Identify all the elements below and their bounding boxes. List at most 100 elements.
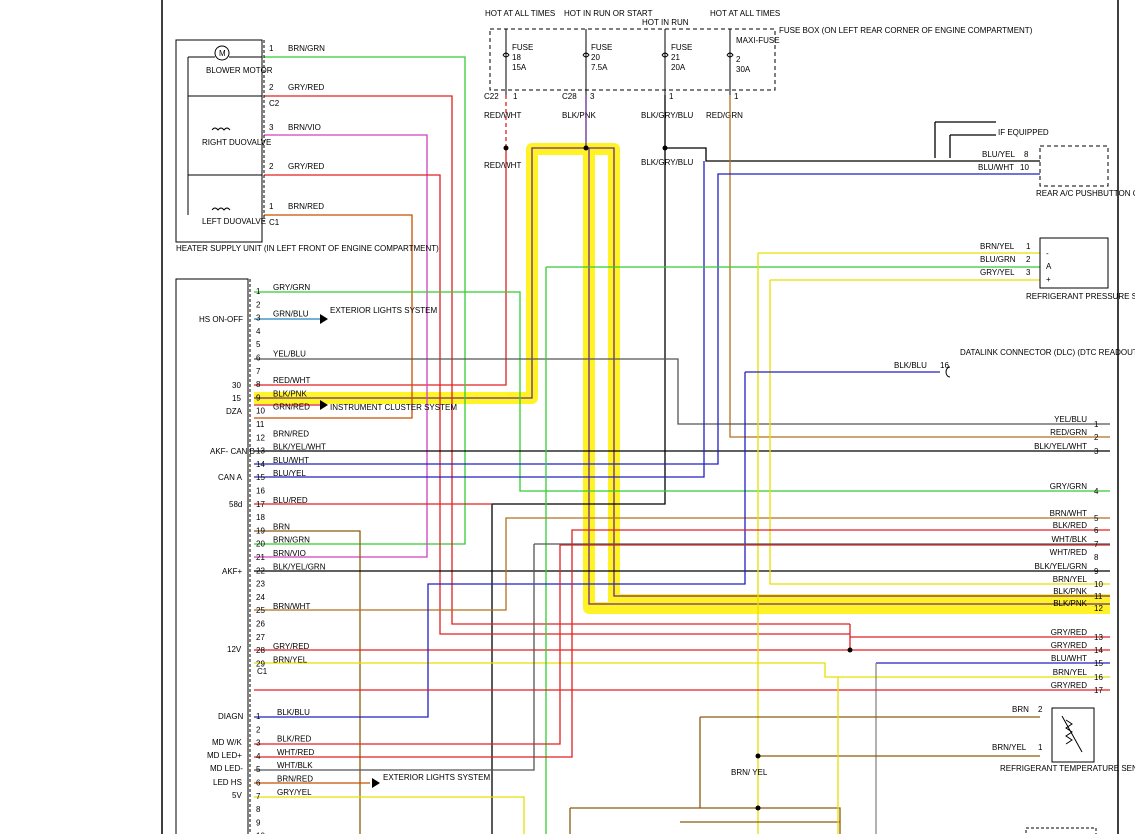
svg-text:16: 16 — [940, 361, 949, 370]
svg-text:10: 10 — [1020, 163, 1029, 172]
svg-text:DIAGN: DIAGN — [218, 712, 244, 721]
svg-text:EXTERIOR LIGHTS SYSTEM: EXTERIOR LIGHTS SYSTEM — [383, 773, 490, 782]
right-conn-wire-label: BLU/WHT — [1051, 654, 1087, 663]
hot-at-all-times-2: HOT AT ALL TIMES — [710, 9, 780, 18]
svg-text:INSTRUMENT CLUSTER SYSTEM: INSTRUMENT CLUSTER SYSTEM — [330, 403, 457, 412]
hot-in-run: HOT IN RUN — [642, 18, 689, 27]
wire-label-red-wht-2: RED/WHT — [484, 161, 521, 170]
svg-text:2: 2 — [736, 55, 741, 64]
wire-label-red-wht: RED/WHT — [484, 111, 521, 120]
right-conn-wire-label: GRY/RED — [1051, 681, 1088, 690]
c1-wire-label: BLU/WHT — [273, 456, 309, 465]
c1-wire-label: BLU/YEL — [273, 469, 306, 478]
c1-pin-4: 4 — [256, 327, 261, 336]
c1-pin-22: 22 — [256, 566, 265, 575]
svg-text:15: 15 — [232, 394, 241, 403]
right-conn-pin-13: 13 — [1094, 633, 1103, 642]
c1-wire-label: BRN — [273, 522, 290, 531]
heater-supply-unit-box — [175, 39, 263, 243]
right-conn-wire-label: RED/GRN — [1050, 428, 1087, 437]
svg-text:1: 1 — [734, 92, 739, 101]
c2-wire-label: WHT/BLK — [277, 761, 313, 770]
c2-pin-7: 7 — [256, 792, 261, 801]
c1-wire-label: GRY/RED — [273, 642, 310, 651]
c2-wire-label: BRN/RED — [277, 775, 313, 784]
right-conn-wire-label: BLK/RED — [1053, 521, 1087, 530]
c1-wire-label: GRN/RED — [273, 403, 310, 412]
c1-pin-14: 14 — [256, 460, 265, 469]
svg-text:HS ON-OFF: HS ON-OFF — [199, 315, 243, 324]
svg-text:+: + — [1046, 275, 1051, 284]
svg-text:2: 2 — [269, 83, 274, 92]
c1-pin-1: 1 — [256, 287, 261, 296]
next-page-connector — [1025, 827, 1097, 834]
svg-text:18: 18 — [512, 53, 521, 62]
c1-pin-23: 23 — [256, 580, 265, 589]
right-conn-wire-label: GRY/RED — [1051, 641, 1088, 650]
wire-label-blk-pnk: BLK/PNK — [562, 111, 596, 120]
svg-text:C2: C2 — [269, 99, 280, 108]
svg-text:M: M — [219, 49, 226, 58]
svg-text:REAR A/C PUSHBUTTON CONTROL MO: REAR A/C PUSHBUTTON CONTROL MODULE — [1036, 189, 1135, 198]
svg-text:3: 3 — [590, 92, 595, 101]
svg-text:30A: 30A — [736, 65, 751, 74]
wires — [254, 56, 1110, 834]
svg-text:GRY/RED: GRY/RED — [288, 162, 325, 171]
fuse-box-outline — [489, 28, 776, 91]
svg-text:1: 1 — [269, 202, 274, 211]
right-conn-pin-12: 12 — [1094, 604, 1103, 613]
svg-text:2: 2 — [1038, 705, 1043, 714]
c1-pin-10: 10 — [256, 407, 265, 416]
svg-text:REFRIGERANT TEMPERATURE SENSOR: REFRIGERANT TEMPERATURE SENSOR (IN LEFT … — [1000, 764, 1135, 773]
svg-text:BLU/GRN: BLU/GRN — [980, 255, 1016, 264]
right-conn-wire-label: BLK/YEL/WHT — [1034, 442, 1087, 451]
if-equipped-label: IF EQUIPPED — [998, 128, 1049, 137]
c1-pin-13: 13 — [256, 447, 265, 456]
svg-text:15A: 15A — [512, 63, 527, 72]
instrument-cluster-ref: INSTRUMENT CLUSTER SYSTEM — [320, 400, 457, 412]
c2-wire-label: WHT/RED — [277, 748, 315, 757]
svg-text:MD LED+: MD LED+ — [207, 751, 242, 760]
svg-text:20: 20 — [591, 53, 600, 62]
svg-text:20A: 20A — [671, 63, 686, 72]
right-conn-pin-6: 6 — [1094, 526, 1099, 535]
right-conn-wire-label: WHT/BLK — [1051, 535, 1087, 544]
right-conn-pin-17: 17 — [1094, 686, 1103, 695]
wire-label-blk-gry-blu: BLK/GRY/BLU — [641, 111, 694, 120]
connector-c22: C22 — [484, 92, 499, 101]
c1-wire-label: BLK/YEL/GRN — [273, 562, 326, 571]
c1-pin-29: 29 — [256, 659, 265, 668]
svg-text:1: 1 — [269, 44, 274, 53]
svg-text:AKF+: AKF+ — [222, 567, 243, 576]
svg-text:BLK/BLU: BLK/BLU — [894, 361, 927, 370]
c1-pin-18: 18 — [256, 513, 265, 522]
exterior-lights-ref: EXTERIOR LIGHTS SYSTEM — [320, 306, 437, 324]
svg-text:A: A — [1046, 262, 1052, 271]
splice-points — [503, 145, 853, 811]
svg-text:MAXI-FUSE: MAXI-FUSE — [736, 36, 780, 45]
hot-in-run-or-start: HOT IN RUN OR START — [564, 9, 653, 18]
c2-pin-2: 2 — [256, 725, 261, 734]
svg-text:MD W/K: MD W/K — [212, 738, 242, 747]
right-conn-pin-2: 2 — [1094, 433, 1099, 442]
svg-text:DZA: DZA — [226, 407, 243, 416]
control-module-box — [175, 278, 249, 834]
right-conn-pin-14: 14 — [1094, 646, 1103, 655]
c2-pin-3: 3 — [256, 739, 261, 748]
right-conn-pin-7: 7 — [1094, 540, 1099, 549]
c1-pin-21: 21 — [256, 553, 265, 562]
fuse-box-header: HOT AT ALL TIMES HOT IN RUN OR START HOT… — [485, 9, 1033, 35]
right-conn-wire-label: YEL/BLU — [1054, 415, 1087, 424]
c2-wire-label: GRY/YEL — [277, 788, 312, 797]
brn-yel-vertical-label: BRN/ YEL — [731, 768, 768, 777]
right-conn-wire-label: GRY/RED — [1051, 628, 1088, 637]
highlight-path — [254, 143, 1110, 614]
right-conn-pin-5: 5 — [1094, 514, 1099, 523]
svg-text:BRN/GRN: BRN/GRN — [288, 44, 325, 53]
c1-wire-label: BLK/YEL/WHT — [273, 443, 326, 452]
